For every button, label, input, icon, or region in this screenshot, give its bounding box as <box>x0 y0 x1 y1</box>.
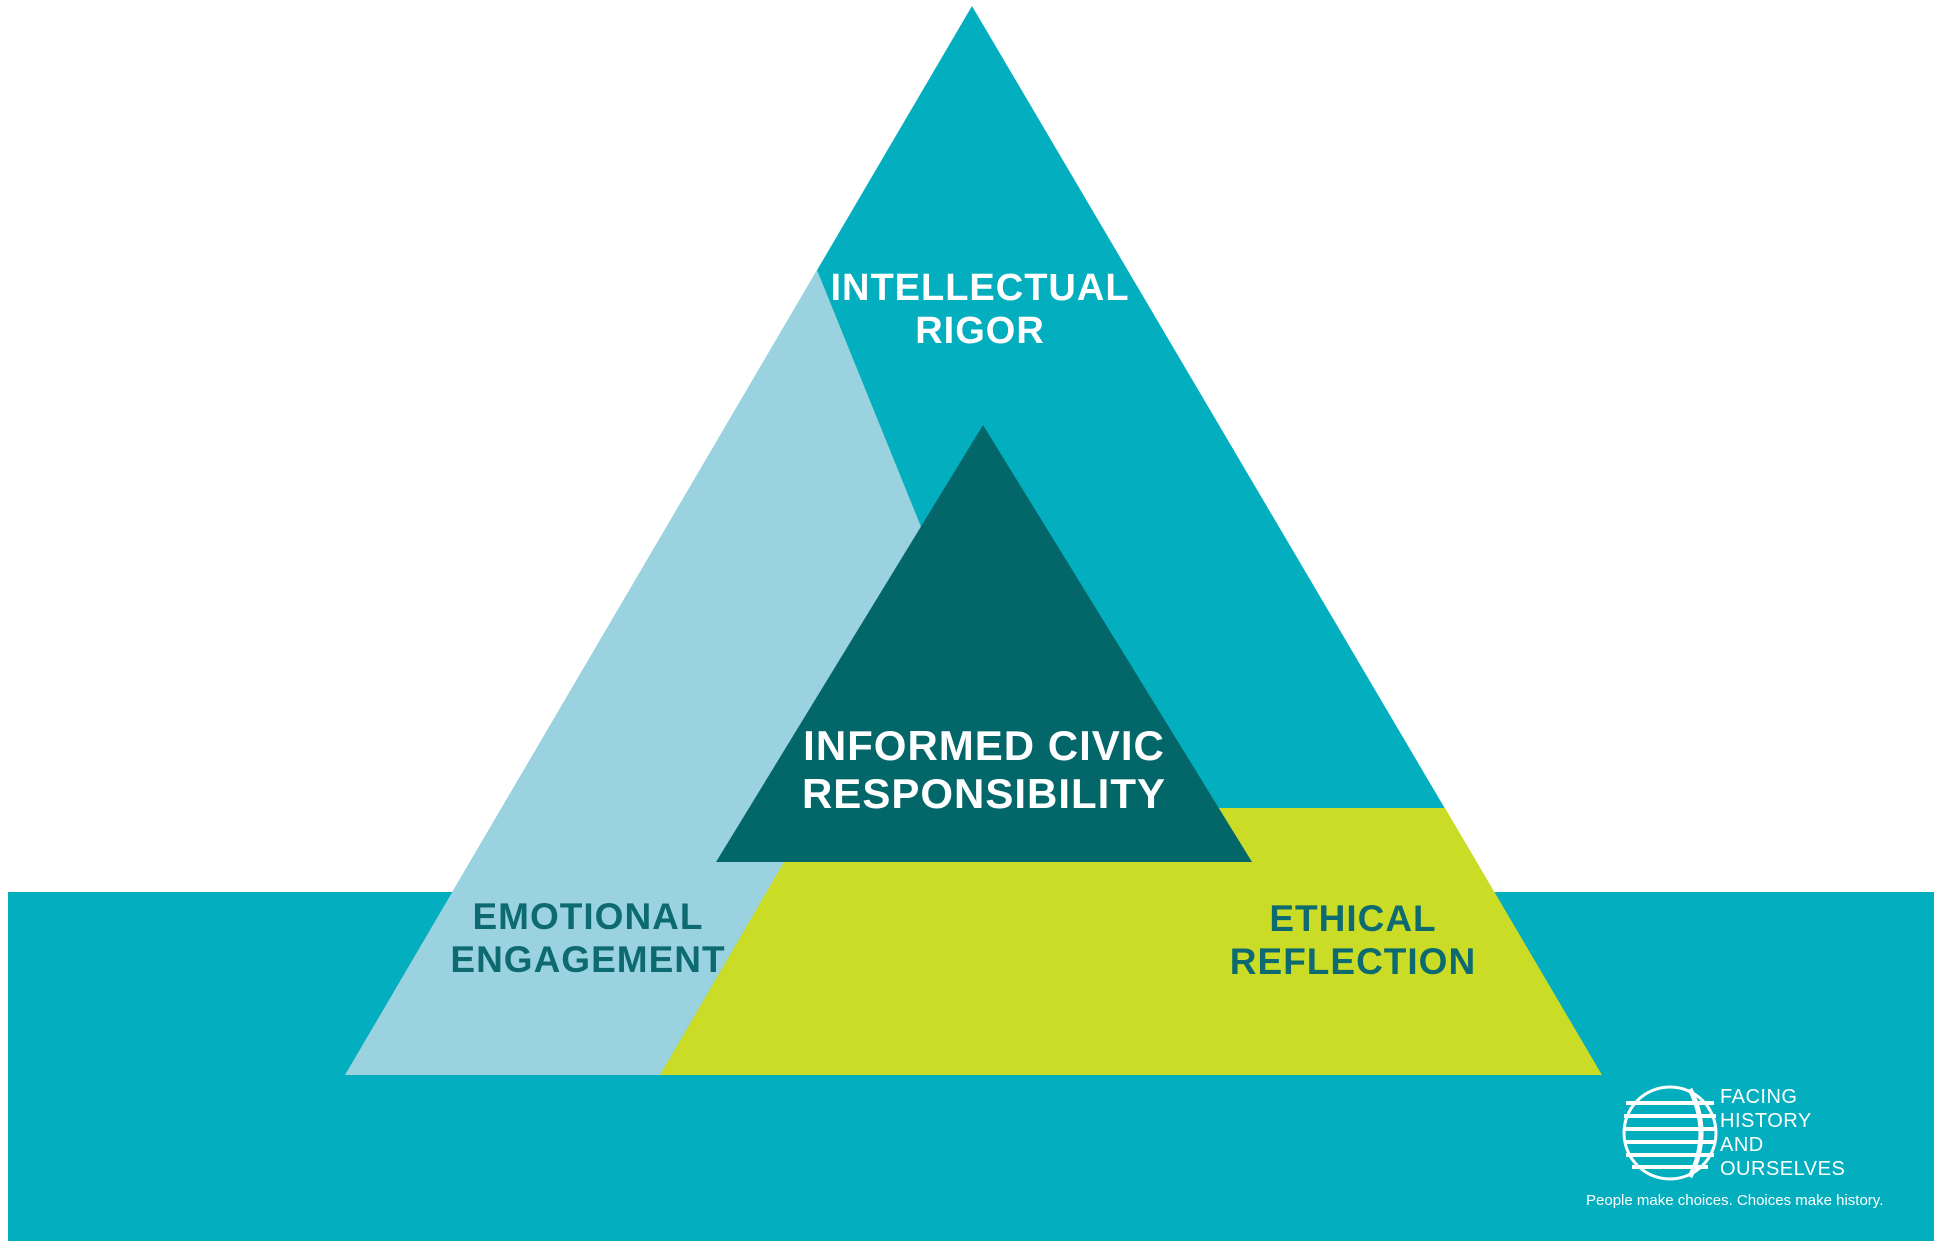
logo-line2: HISTORY <box>1720 1110 1812 1132</box>
intellectual-rigor-label-line2: RIGOR <box>915 310 1045 352</box>
intellectual-rigor-label-line1: INTELLECTUAL <box>830 267 1129 309</box>
logo-line1: FACING <box>1720 1086 1797 1108</box>
globe-icon <box>1622 1085 1718 1181</box>
logo-line4: OURSELVES <box>1720 1158 1845 1180</box>
ethical-reflection-label-line1: ETHICAL <box>1269 898 1436 939</box>
facing-history-logo: FACING HISTORY AND OURSELVES People make… <box>1586 1085 1883 1209</box>
emotional-engagement-label-line1: EMOTIONAL <box>473 896 704 937</box>
ethical-reflection-label-line2: REFLECTION <box>1230 941 1476 982</box>
logo-tagline: People make choices. Choices make histor… <box>1586 1192 1883 1209</box>
emotional-engagement-segment <box>345 270 945 1075</box>
ethical-reflection-segment <box>660 808 1602 1075</box>
informed-civic-responsibility-segment <box>716 425 1252 862</box>
logo-line3: AND <box>1720 1134 1764 1156</box>
center-label-line1: INFORMED CIVIC <box>803 722 1165 769</box>
center-label-line2: RESPONSIBILITY <box>802 770 1166 817</box>
emotional-engagement-label-line2: ENGAGEMENT <box>450 939 725 980</box>
